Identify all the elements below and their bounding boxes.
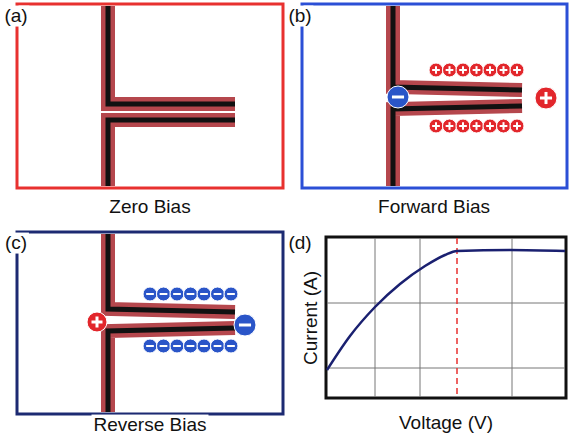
negative-charge (197, 287, 211, 301)
negative-charge (184, 287, 198, 301)
grid-line (327, 303, 565, 304)
panel-letter: (b) (286, 6, 313, 27)
positive-charge (429, 119, 443, 133)
positive-charge (470, 63, 484, 77)
negative-charge (157, 287, 171, 301)
panel-letter: (a) (2, 6, 29, 27)
positive-charge (470, 119, 484, 133)
grid-line (375, 238, 376, 397)
electrode-arm (108, 328, 235, 412)
axis-label: Current (A) (301, 269, 322, 367)
negative-charge (170, 287, 184, 301)
electrode-arm (393, 6, 522, 90)
axis-label: Voltage (V) (397, 413, 495, 434)
electrode-arm (108, 120, 235, 186)
electrode-core (108, 328, 235, 412)
negative-charge (234, 314, 256, 336)
positive-charge (510, 119, 524, 133)
iv-plot (327, 238, 565, 397)
zero-bias-frame (17, 4, 283, 188)
electrode-core (108, 120, 235, 186)
panel-letter: (d) (286, 233, 313, 254)
grid-line (327, 368, 565, 369)
negative-charge (224, 339, 238, 353)
panel-caption: Zero Bias (107, 197, 192, 218)
grid-line (420, 238, 421, 397)
positive-charge (456, 119, 470, 133)
electrode-core (393, 6, 522, 90)
panel-caption: Forward Bias (376, 197, 492, 218)
forward-bias-frame (302, 4, 567, 188)
negative-charge (157, 339, 171, 353)
positive-charge (456, 63, 470, 77)
positive-charge (483, 63, 497, 77)
positive-charge (429, 63, 443, 77)
grid-line (512, 238, 513, 397)
positive-charge (443, 63, 457, 77)
electrode-core (108, 234, 235, 312)
negative-charge (143, 287, 157, 301)
positive-charge (443, 119, 457, 133)
negative-charge (211, 287, 225, 301)
electrode-arm (393, 106, 522, 186)
negative-charge (184, 339, 198, 353)
panel-letter: (c) (3, 233, 29, 254)
negative-charge (170, 339, 184, 353)
positive-charge (87, 312, 107, 332)
positive-charge (535, 87, 557, 109)
electrode-structure (108, 234, 235, 412)
positive-charge (510, 63, 524, 77)
negative-charge (211, 339, 225, 353)
reverse-bias-frame (17, 232, 283, 414)
electrode-arm (108, 6, 235, 104)
positive-charge (497, 63, 511, 77)
electrode-core (393, 106, 522, 186)
panel-caption: Reverse Bias (92, 415, 209, 436)
electrode-structure (108, 6, 235, 186)
negative-charge (224, 287, 238, 301)
electrode-core (108, 6, 235, 104)
iv-curve (327, 250, 565, 370)
negative-charge (143, 339, 157, 353)
electrode-structure (393, 6, 522, 186)
positive-charge (483, 119, 497, 133)
negative-charge (197, 339, 211, 353)
negative-charge (387, 86, 409, 108)
plot-frame (326, 237, 566, 398)
electrode-arm (108, 234, 235, 312)
threshold-line (456, 238, 458, 397)
positive-charge (497, 119, 511, 133)
